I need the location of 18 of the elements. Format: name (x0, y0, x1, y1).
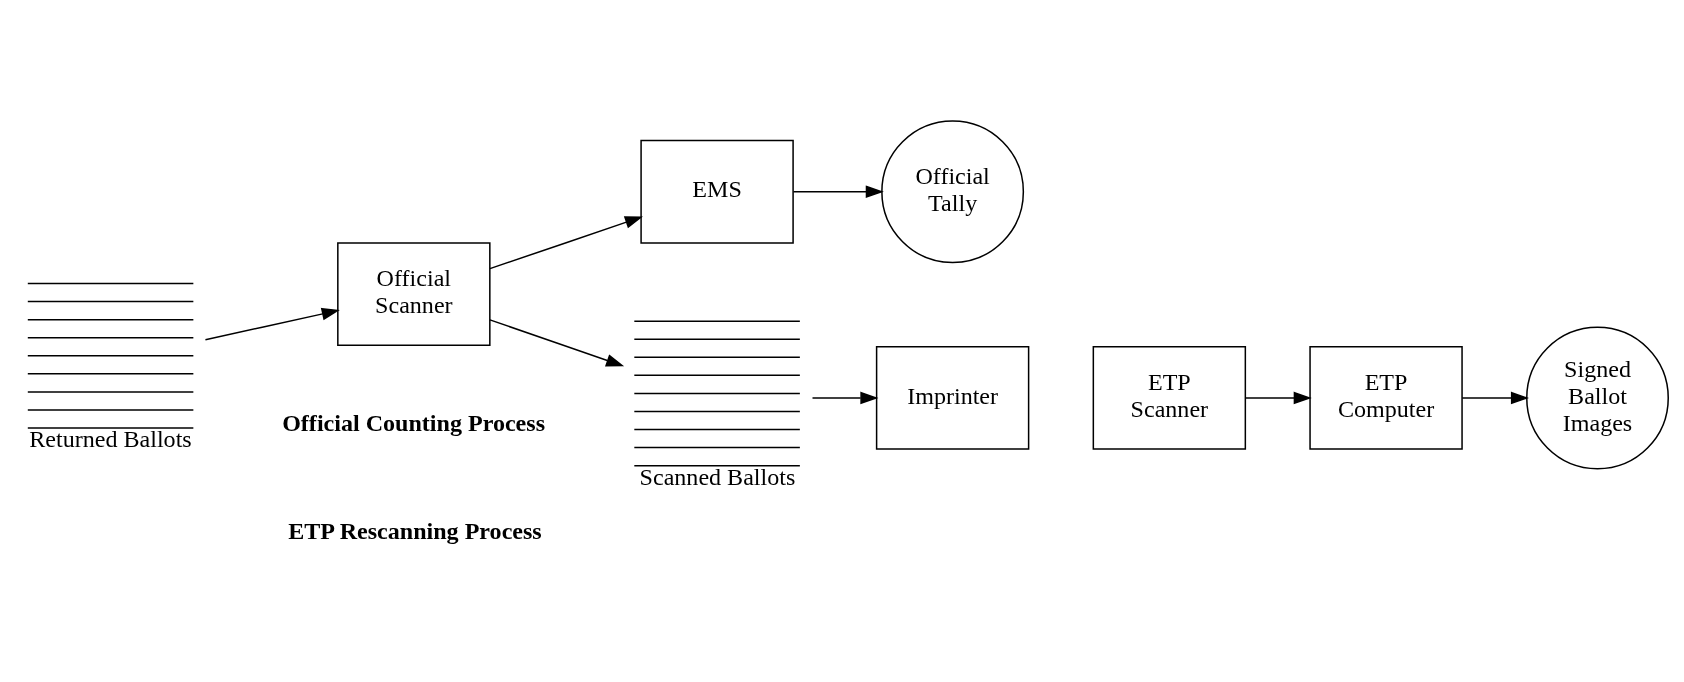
node-text: Returned Ballots (29, 425, 192, 452)
arrow (204, 307, 340, 340)
label: ETP Rescanning Process (288, 517, 542, 544)
arrow (489, 318, 625, 366)
node-box: Official Scanner (337, 241, 491, 346)
arrow (489, 215, 643, 269)
label: Official Counting Process (282, 409, 546, 436)
node-box: ETP Computer (1309, 345, 1463, 450)
arrow (811, 391, 879, 404)
arrow (792, 184, 884, 198)
node-text: Scanned Ballots (639, 463, 796, 490)
node-box: EMS (640, 139, 794, 244)
node-circle: Signed Ballot Images (1526, 325, 1669, 469)
node-box: ETP Scanner (1092, 345, 1247, 450)
arrow (1461, 391, 1529, 404)
node-circle: Official Tally (881, 119, 1025, 263)
node-box: Imprinter (875, 345, 1030, 450)
arrow (1244, 391, 1312, 404)
